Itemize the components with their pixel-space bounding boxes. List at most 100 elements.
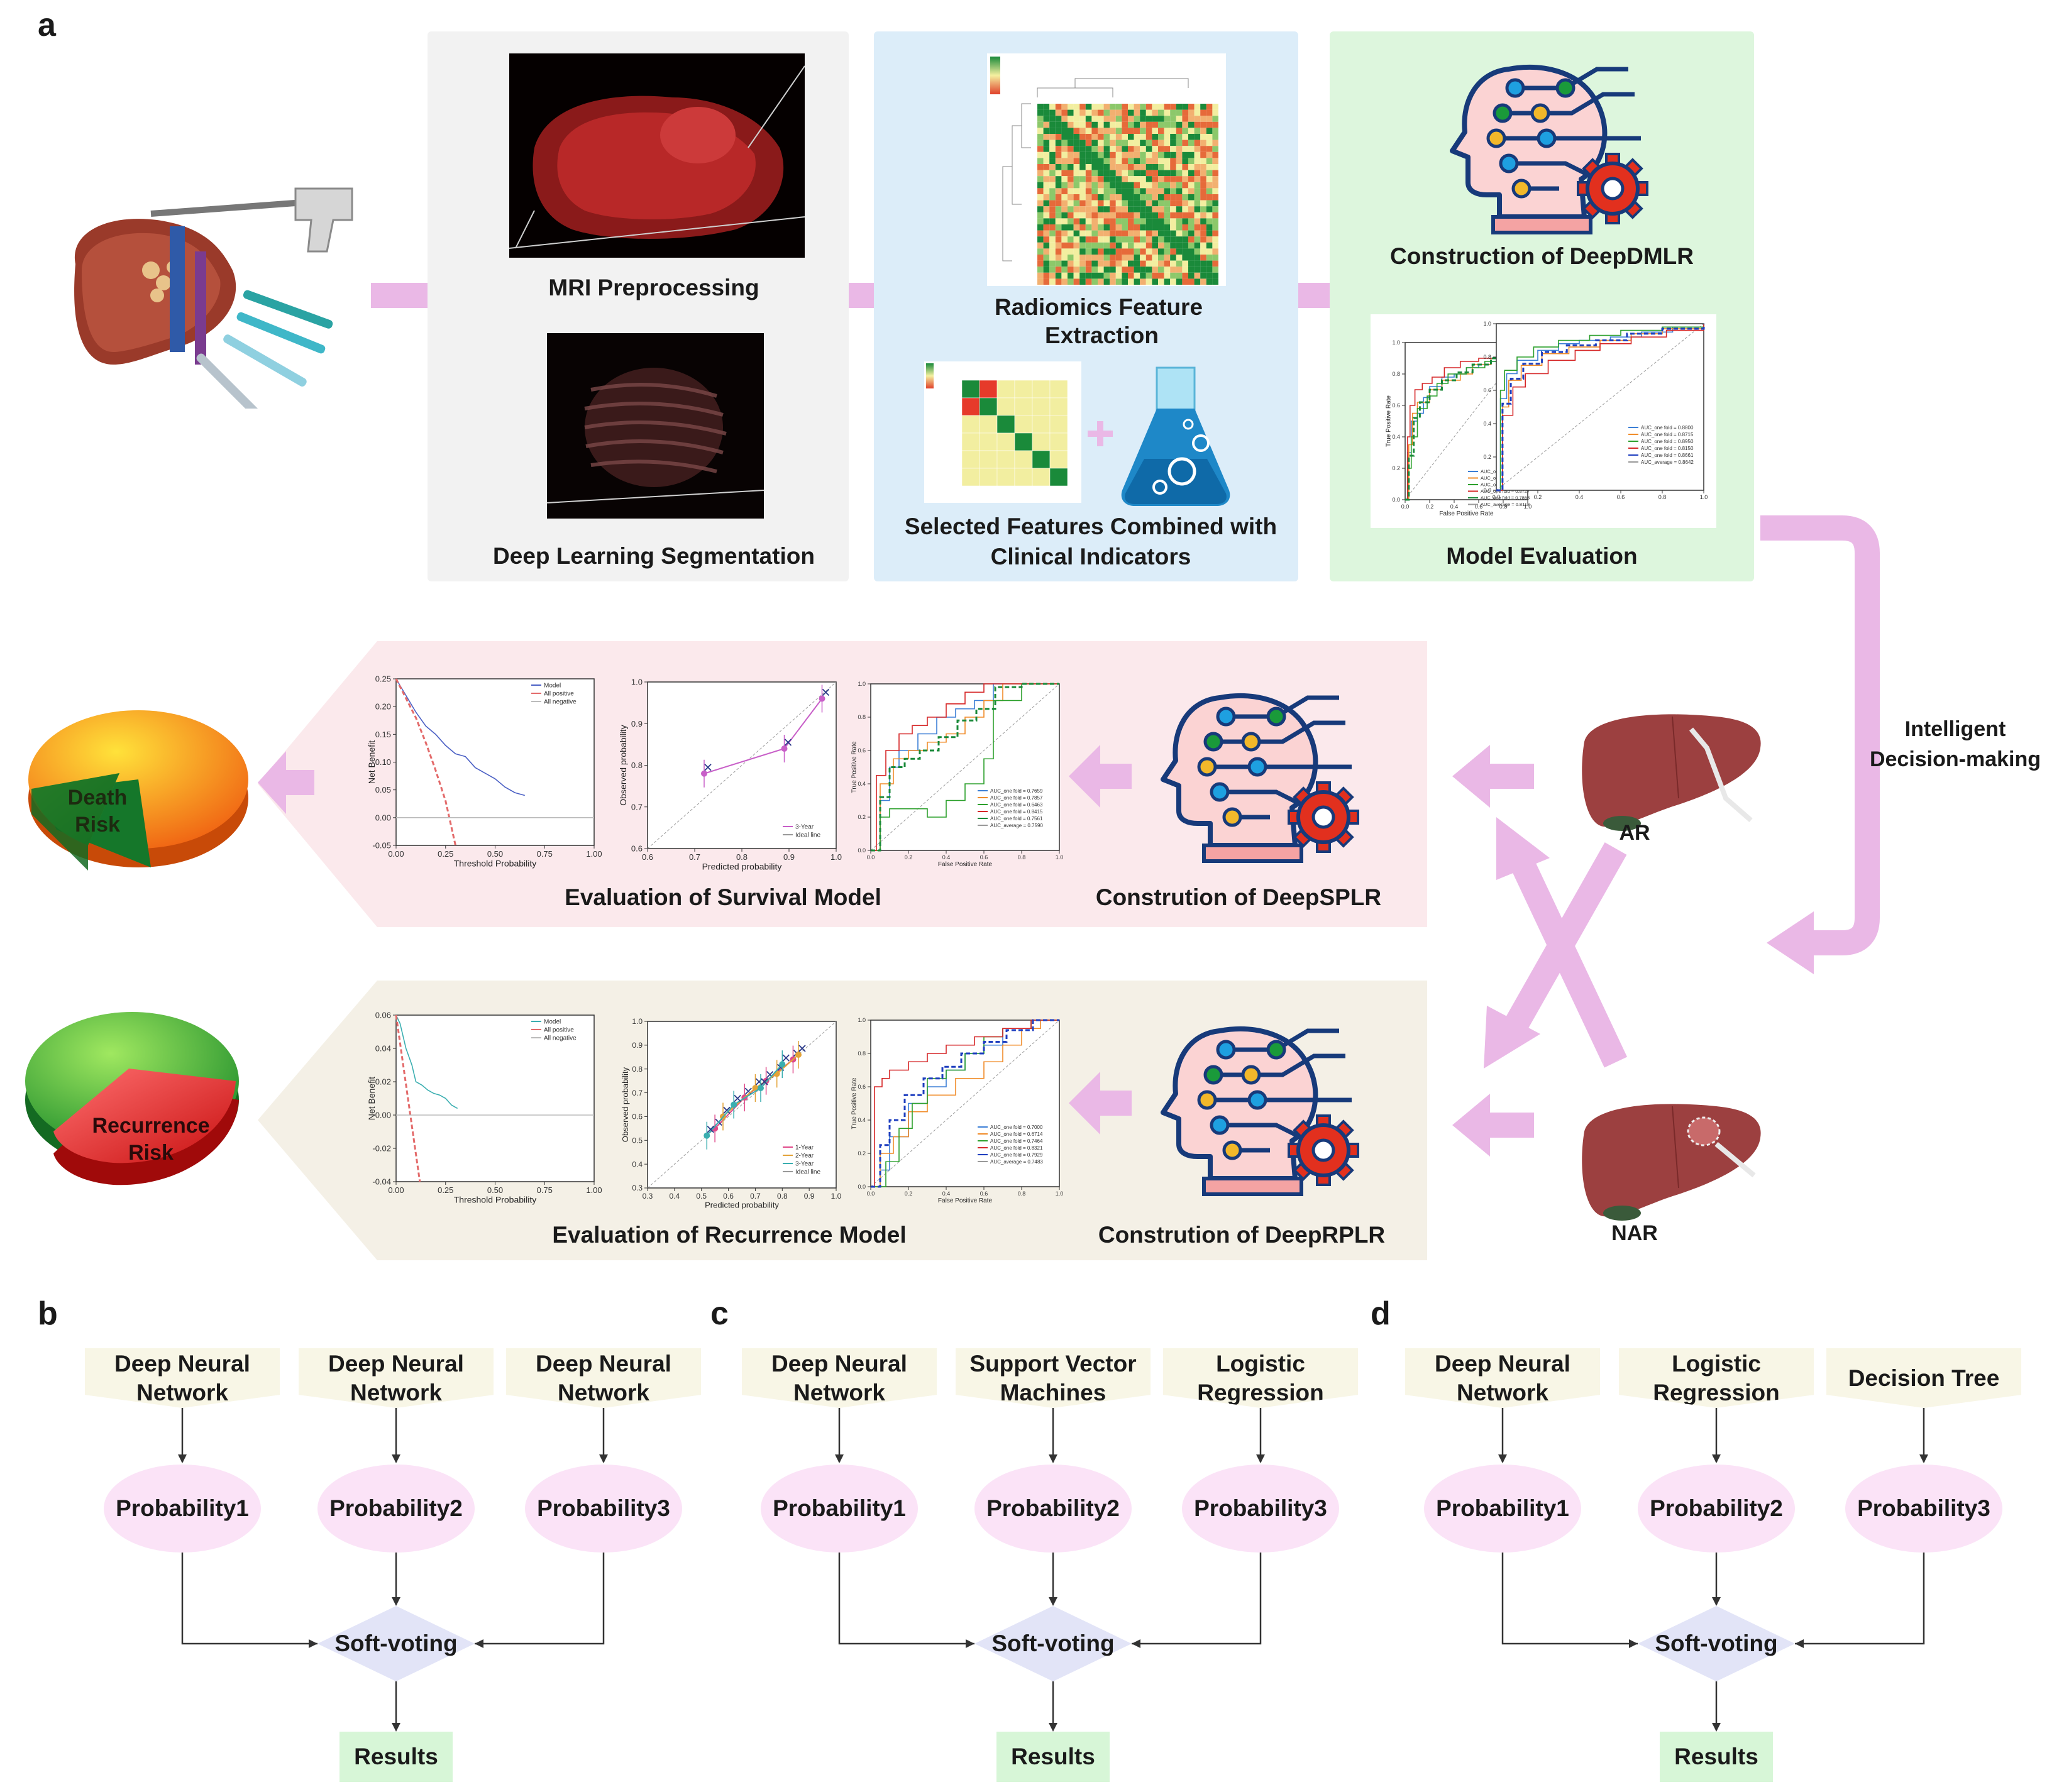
heatmap-cell <box>1055 242 1062 249</box>
heatmap-cell <box>1098 242 1104 249</box>
heatmap-cell <box>1061 170 1068 177</box>
gear-hole <box>1311 805 1335 829</box>
heatmap-cell <box>1110 164 1116 170</box>
reference-diagonal <box>1405 342 1528 500</box>
heatmap-cell <box>1164 109 1171 116</box>
heatmap-cell <box>1055 109 1062 116</box>
series-line <box>871 1020 1059 1187</box>
heatmap-cell <box>1122 236 1128 243</box>
heatmap-cell <box>1049 450 1068 469</box>
heatmap-cell <box>1194 194 1201 201</box>
heatmap-cell <box>1085 200 1092 207</box>
heatmap-cell <box>1115 242 1122 249</box>
heatmap-cell <box>1098 255 1104 261</box>
heatmap-cell <box>1194 109 1201 116</box>
heatmap-cell <box>1079 224 1086 231</box>
x-axis-label: False Positive Rate <box>938 861 993 868</box>
y-tick-label: -0.02 <box>372 1144 391 1153</box>
x-axis-label: False Positive Rate <box>1439 510 1494 517</box>
heatmap-cell <box>1188 255 1195 261</box>
heatmap-cell <box>1068 170 1074 177</box>
heatmap-cell <box>1176 224 1183 231</box>
heatmap-cell <box>1103 134 1110 140</box>
heatmap-cell <box>1182 188 1188 194</box>
heatmap-cell <box>1091 224 1098 231</box>
heatmap-cell <box>1098 182 1104 189</box>
heatmap-cell <box>1134 248 1140 255</box>
heatmap-cell <box>1140 278 1146 285</box>
circuit-node <box>1266 1040 1286 1060</box>
heatmap-cell <box>979 450 998 469</box>
legend-entry: AUC_one fold = 0.8950 <box>1641 439 1694 444</box>
heatmap-cell <box>1061 104 1068 110</box>
heatmap-cell <box>1122 182 1128 189</box>
heatmap-cell <box>1134 230 1140 237</box>
death-risk-text: Death Risk <box>50 784 145 838</box>
heatmap-cell <box>1043 212 1050 219</box>
heatmap-cell <box>1049 267 1056 273</box>
heatmap-cell <box>1158 255 1164 261</box>
heatmap-cell <box>1164 272 1171 279</box>
cross-marker <box>761 1078 768 1086</box>
heatmap-cell <box>1200 194 1206 201</box>
heatmap-cell <box>1200 134 1206 140</box>
heatmap-cell <box>1170 140 1176 146</box>
decision-line2: Decision-making <box>1869 747 2041 771</box>
heatmap-cell <box>1115 255 1122 261</box>
heatmap-cell <box>1176 206 1183 212</box>
heatmap-cell <box>1079 134 1086 140</box>
heatmap-cell <box>1115 278 1122 285</box>
heatmap-cell <box>1200 188 1206 194</box>
heatmap-cell <box>1128 121 1134 128</box>
heatmap-cell <box>1098 236 1104 243</box>
heatmap-cell <box>1212 128 1218 134</box>
heatmap-cell <box>1128 176 1134 182</box>
heatmap-cell <box>1212 224 1218 231</box>
heatmap-cell <box>1170 212 1176 219</box>
heatmap-cell <box>1037 260 1044 267</box>
heatmap-cell <box>1115 194 1122 201</box>
heatmap-cell <box>1134 109 1140 116</box>
heatmap-cell <box>1091 140 1098 146</box>
heatmap-cell <box>1140 218 1146 224</box>
legend-entry: AUC_average = 0.7483 <box>990 1159 1043 1165</box>
heatmap-cell <box>1055 116 1062 122</box>
heatmap-cell <box>1145 230 1152 237</box>
heatmap-cell <box>1061 278 1068 285</box>
heatmap-cell <box>1085 158 1092 164</box>
legend-entry: AUC_one fold = 0.7857 <box>990 795 1043 801</box>
heatmap-cell <box>1170 164 1176 170</box>
heatmap-cell <box>1068 194 1074 201</box>
heatmap-cell <box>1122 278 1128 285</box>
liver-surgery-illustration <box>74 187 353 409</box>
heatmap-cell <box>1079 116 1086 122</box>
heatmap-cell <box>1032 380 1051 399</box>
heatmap-cell <box>1170 230 1176 237</box>
heatmap-cell <box>1145 151 1152 158</box>
heatmap-cell <box>1079 212 1086 219</box>
heatmap-cell <box>1188 146 1195 152</box>
heatmap-cell <box>1091 109 1098 116</box>
heatmap-cell <box>1140 164 1146 170</box>
heatmap-cell <box>1206 170 1213 177</box>
heatmap-cell <box>979 415 998 434</box>
heatmap-cell <box>1049 200 1056 207</box>
heatmap-cell <box>1110 128 1116 134</box>
heatmap-cell <box>1128 218 1134 224</box>
heatmap-cell <box>1206 194 1213 201</box>
x-tick-label: 0.9 <box>783 852 795 862</box>
x-tick-label: 0.4 <box>942 1190 951 1197</box>
heatmap-cell <box>1068 200 1074 207</box>
x-tick-label: 0.25 <box>438 849 453 859</box>
heatmap-cell <box>1085 206 1092 212</box>
heatmap-cell <box>1176 248 1183 255</box>
input-line2: Regression <box>1653 1379 1780 1405</box>
radiomics-label-2: Extraction <box>1045 322 1159 348</box>
y-tick-label: 0.4 <box>1483 421 1491 427</box>
combined-label-1: Selected Features Combined with <box>904 514 1278 539</box>
y-tick-label: 1.0 <box>1392 339 1400 346</box>
recurrence-risk-line1: Recurrence <box>92 1114 210 1138</box>
heatmap-cell <box>1170 224 1176 231</box>
